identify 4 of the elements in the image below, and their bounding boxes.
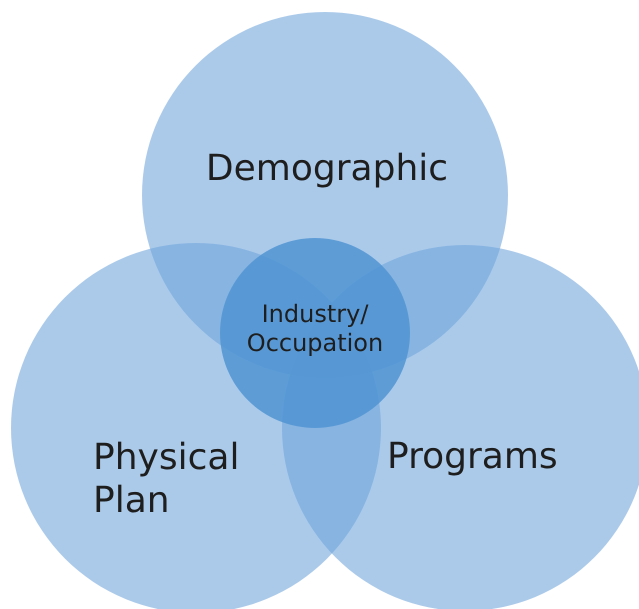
circle-label: Industry/ Occupation — [246, 300, 384, 358]
circle-label: Physical Plan — [93, 436, 240, 522]
circle-label: Programs — [387, 435, 559, 478]
circle-label: Demographic — [204, 147, 450, 190]
